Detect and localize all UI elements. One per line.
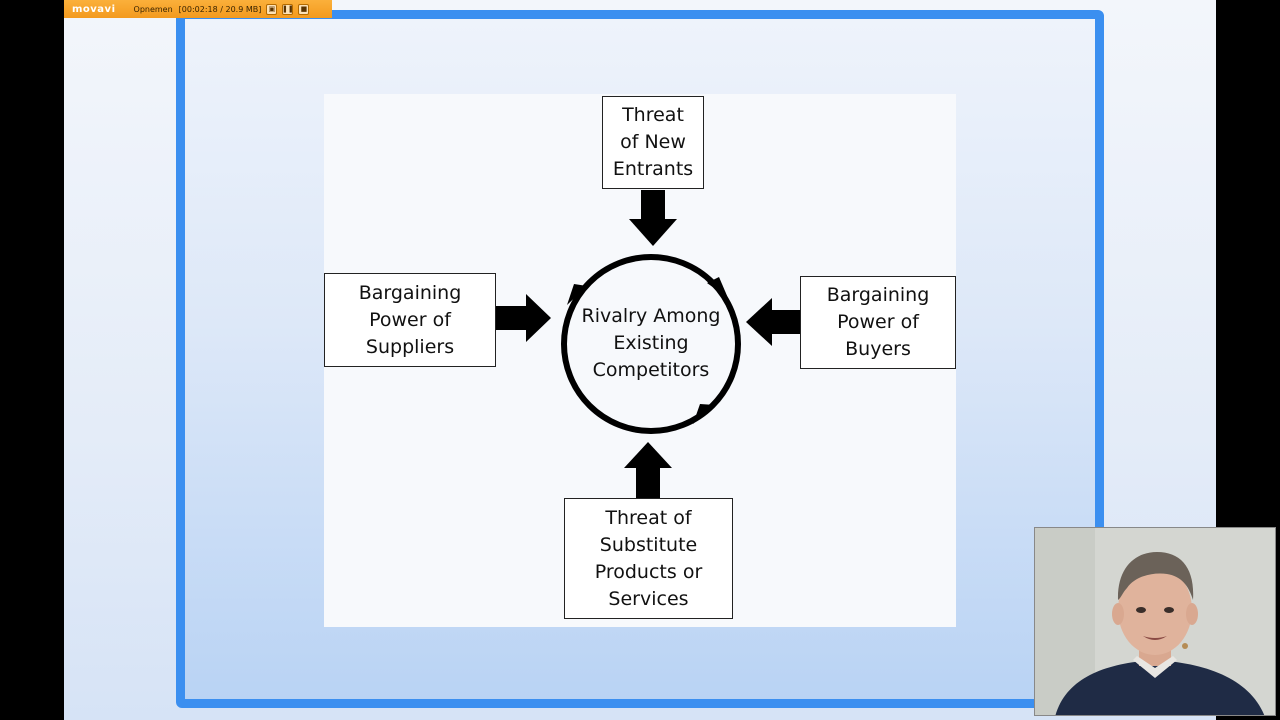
threat-of-substitutes-label: Threat of Substitute Products or Service…	[594, 506, 703, 610]
cycle-arrowhead-icon	[693, 404, 715, 424]
buyer-power-box: Bargaining Power of Buyers	[800, 276, 956, 369]
buyer-power-label: Bargaining Power of Buyers	[826, 284, 930, 360]
arrow-right-icon	[496, 294, 551, 342]
recorder-toolbar: movavi Opnemen [00:02:18 / 20.9 MB] ▣ ❚❚…	[64, 0, 332, 18]
recording-status: Opnemen	[133, 4, 173, 14]
rivalry-circle	[561, 254, 741, 434]
recorder-logo: movavi	[72, 3, 116, 15]
arrow-down-icon	[629, 190, 677, 246]
supplier-power-box: Bargaining Power of Suppliers	[324, 273, 496, 367]
recording-time-size: [00:02:18 / 20.9 MB]	[178, 4, 262, 14]
pause-icon[interactable]: ❚❚	[282, 3, 294, 15]
threat-of-new-entrants-box: Threat of New Entrants	[602, 96, 704, 189]
arrow-left-icon	[746, 298, 800, 346]
presenter-image	[1035, 528, 1275, 715]
camera-icon[interactable]: ▣	[266, 3, 278, 15]
supplier-power-label: Bargaining Power of Suppliers	[358, 281, 462, 358]
rivalry-label-container: Rivalry Among Existing Competitors	[578, 288, 724, 398]
cycle-arrowhead-icon	[567, 284, 587, 305]
arrow-up-icon	[624, 442, 672, 498]
presenter-webcam	[1034, 527, 1276, 716]
threat-of-new-entrants-label: Threat of New Entrants	[612, 104, 694, 180]
threat-of-substitutes-box: Threat of Substitute Products or Service…	[564, 498, 733, 619]
rivalry-label: Rivalry Among Existing Competitors	[581, 304, 721, 381]
stop-icon[interactable]: ■	[298, 3, 310, 15]
cycle-arrowhead-icon	[707, 277, 728, 298]
